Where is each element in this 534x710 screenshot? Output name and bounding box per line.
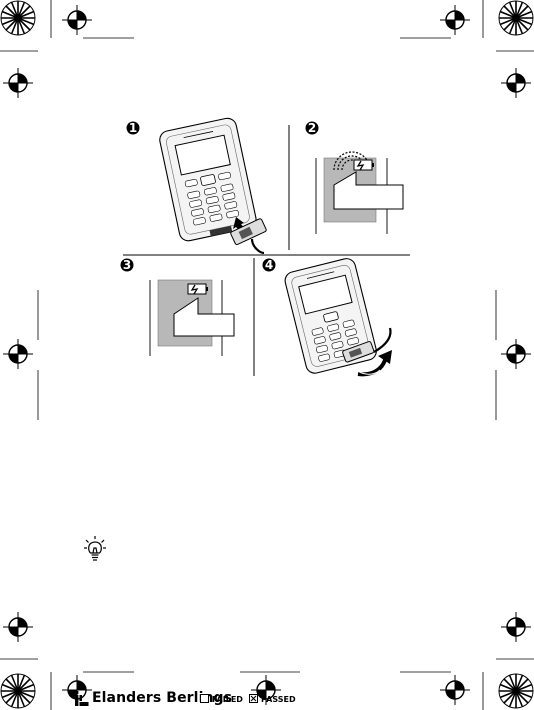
svg-text:1: 1	[129, 121, 137, 135]
step-badge: 1	[126, 121, 140, 135]
step-badge: 3	[120, 258, 134, 272]
passed-label: PASSED	[261, 695, 296, 704]
passed-checkbox[interactable]	[249, 694, 258, 703]
step3-charging-screen	[144, 280, 242, 360]
step1-phone-charger-drawing	[140, 115, 290, 255]
failed-label: FAILED	[212, 695, 243, 704]
step4-remove-charger-drawing	[270, 258, 410, 388]
failed-checkbox[interactable]	[200, 694, 209, 703]
svg-text:3: 3	[123, 258, 131, 272]
battery-charging-icon	[354, 160, 374, 170]
proof-status: FAILED PASSED	[200, 694, 320, 706]
step2-charging-screen	[312, 130, 410, 240]
elanders-logo-icon	[74, 691, 90, 706]
lightbulb-icon	[84, 536, 106, 562]
battery-charging-icon	[188, 284, 208, 294]
